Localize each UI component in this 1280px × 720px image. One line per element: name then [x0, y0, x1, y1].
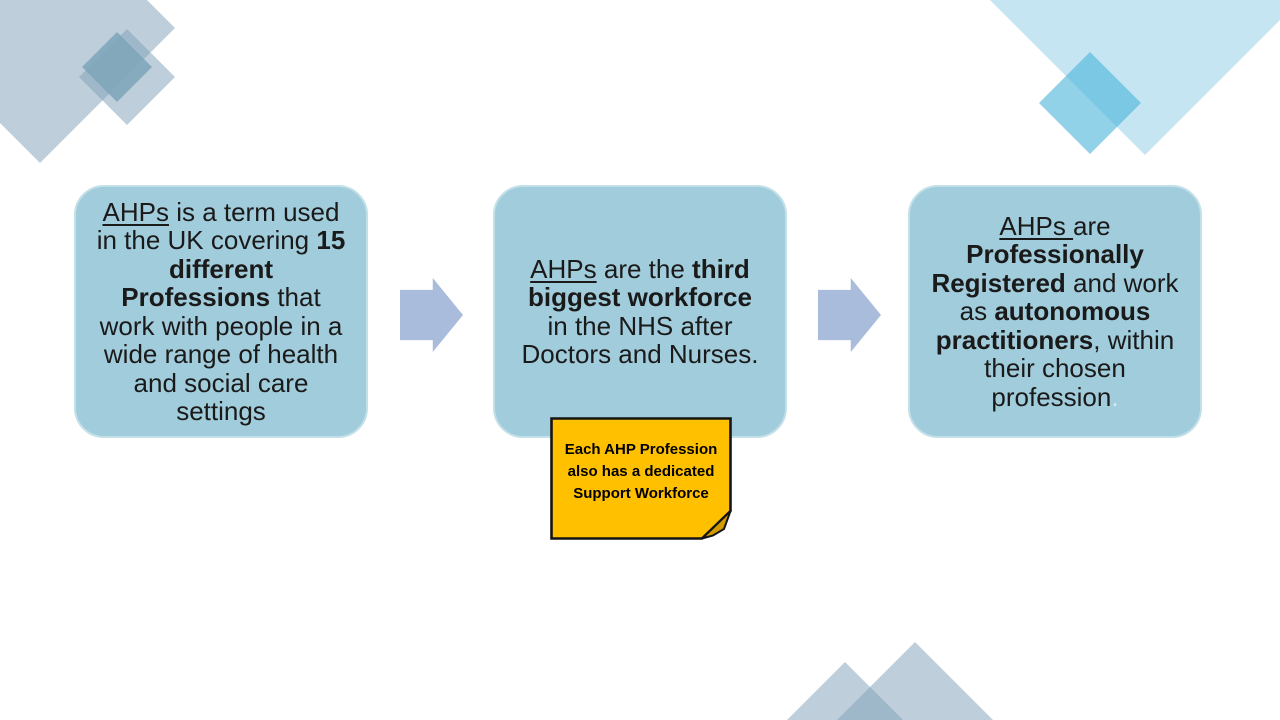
top-right-diamond-large-icon	[990, 0, 1280, 155]
top-left-diamond-large-icon	[0, 0, 175, 163]
flow-arrow-1-icon	[400, 278, 463, 352]
sticky-note-fold-icon	[701, 510, 732, 540]
top-left-diamond-medium-icon	[79, 29, 175, 125]
bottom-diamond-small-icon	[787, 662, 903, 720]
sticky-note-shape	[550, 417, 732, 540]
top-right-diamond-small-icon	[1039, 52, 1141, 154]
flow-arrow-2-icon	[818, 278, 881, 352]
bottom-diamond-large-icon	[837, 642, 993, 720]
top-left-diamond-dark-icon	[82, 32, 152, 102]
